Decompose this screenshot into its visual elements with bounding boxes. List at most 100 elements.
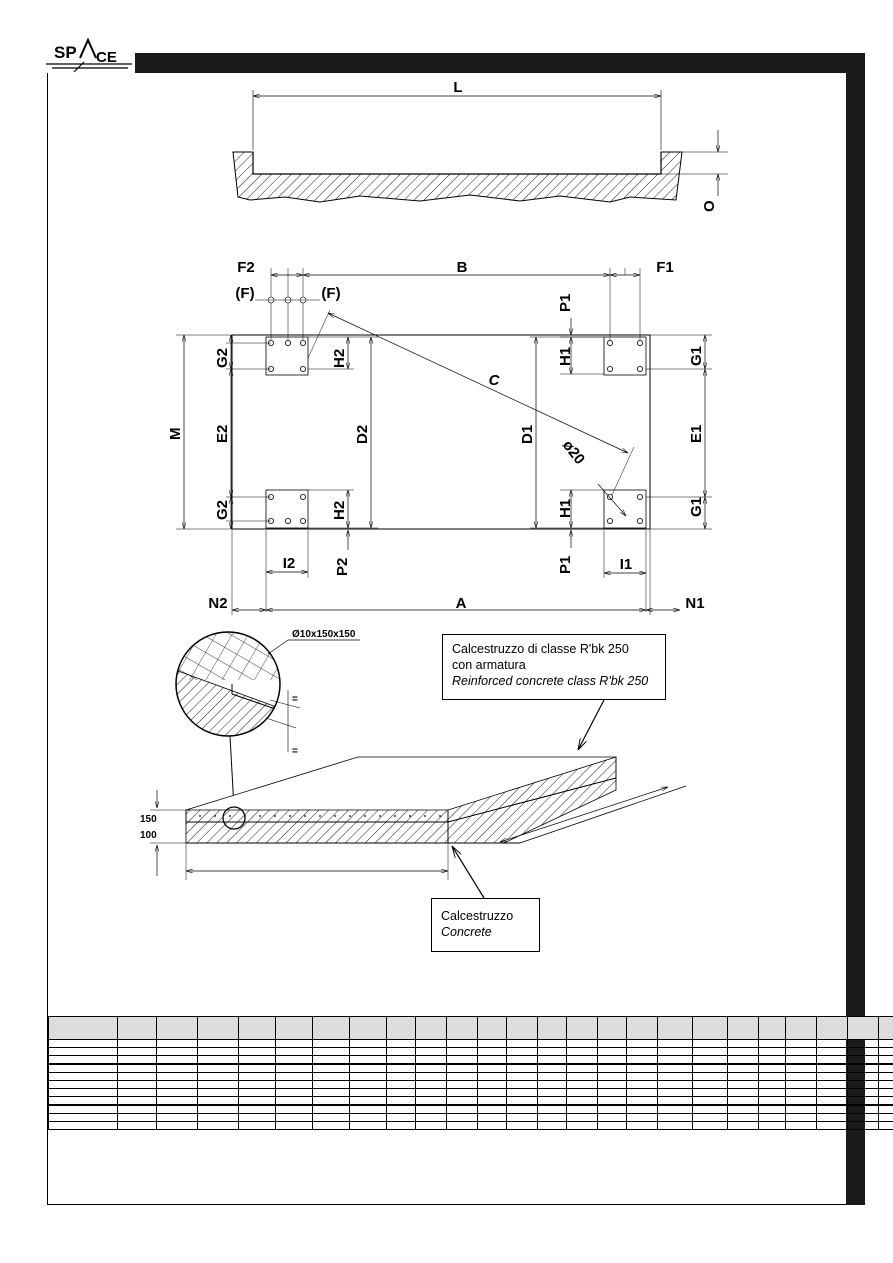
table-cell <box>415 1063 447 1073</box>
table-cell <box>785 1055 817 1065</box>
table-cell <box>312 1113 350 1122</box>
table-cell <box>758 1096 786 1106</box>
table-cell <box>692 1016 728 1040</box>
table-cell <box>657 1063 693 1073</box>
table-cell <box>506 1088 538 1097</box>
table-cell <box>156 1113 198 1122</box>
pit-section: L O <box>232 79 728 212</box>
table-cell <box>537 1104 567 1114</box>
dim-G1-top: G1 <box>688 346 705 366</box>
table-cell <box>156 1121 198 1130</box>
header-bar <box>135 53 865 73</box>
table-cell <box>197 1080 239 1089</box>
table-cell <box>657 1016 693 1040</box>
table-cell <box>238 1088 276 1097</box>
table-cell <box>537 1088 567 1097</box>
table-cell <box>349 1072 387 1081</box>
table-cell <box>597 1039 627 1048</box>
dim-I2: I2 <box>283 555 296 572</box>
table-cell <box>117 1072 157 1081</box>
table-cell <box>878 1088 893 1097</box>
table-cell <box>275 1055 313 1065</box>
table-cell <box>816 1055 848 1065</box>
table-cell <box>48 1047 118 1056</box>
table-cell <box>48 1104 118 1114</box>
equal-top: = <box>292 694 298 705</box>
table-cell <box>312 1104 350 1114</box>
table-cell <box>878 1016 893 1040</box>
table-cell <box>727 1104 759 1114</box>
concrete-callout: Calcestruzzo Concrete <box>431 898 540 952</box>
table-cell <box>117 1063 157 1073</box>
dim-I1: I1 <box>620 556 633 573</box>
table-cell <box>238 1063 276 1073</box>
table-cell <box>626 1080 658 1089</box>
table-cell <box>506 1121 538 1130</box>
table-cell <box>816 1016 848 1040</box>
table-cell <box>275 1113 313 1122</box>
table-cell <box>386 1113 416 1122</box>
table-cell <box>117 1080 157 1089</box>
table-cell <box>117 1113 157 1122</box>
table-cell <box>117 1055 157 1065</box>
table-cell <box>48 1121 118 1130</box>
table-cell <box>386 1121 416 1130</box>
table-cell <box>692 1121 728 1130</box>
table-cell <box>506 1072 538 1081</box>
table-cell <box>349 1039 387 1048</box>
table-cell <box>312 1039 350 1048</box>
table-cell <box>349 1055 387 1065</box>
table-cell <box>312 1088 350 1097</box>
table-cell <box>446 1096 478 1106</box>
table-cell <box>386 1104 416 1114</box>
dim-M: M <box>167 428 184 441</box>
table-cell <box>48 1113 118 1122</box>
content-frame <box>47 73 846 1205</box>
table-cell <box>626 1016 658 1040</box>
table-cell <box>117 1047 157 1056</box>
dim-B: B <box>457 259 468 276</box>
dim-N1: N1 <box>685 595 704 612</box>
table-cell <box>785 1039 817 1048</box>
table-cell <box>758 1104 786 1114</box>
table-cell <box>156 1072 198 1081</box>
table-cell <box>156 1088 198 1097</box>
table-cell <box>506 1104 538 1114</box>
table-cell <box>238 1113 276 1122</box>
thickness-100: 100 <box>140 830 157 841</box>
dim-E2: E2 <box>214 425 231 443</box>
dim-H2-top: H2 <box>331 349 348 368</box>
table-cell <box>537 1047 567 1056</box>
table-cell <box>566 1096 598 1106</box>
table-row <box>48 1096 893 1106</box>
table-cell <box>816 1121 848 1130</box>
table-cell <box>597 1096 627 1106</box>
table-cell <box>566 1072 598 1081</box>
table-cell <box>506 1096 538 1106</box>
table-cell <box>727 1047 759 1056</box>
table-cell <box>197 1113 239 1122</box>
table-cell <box>349 1063 387 1073</box>
table-cell <box>48 1055 118 1065</box>
table-cell <box>386 1016 416 1040</box>
table-cell <box>48 1016 118 1040</box>
table-cell <box>692 1063 728 1073</box>
table-cell <box>816 1072 848 1081</box>
table-cell <box>597 1104 627 1114</box>
table-cell <box>816 1080 848 1089</box>
table-cell <box>626 1096 658 1106</box>
table-cell <box>758 1113 786 1122</box>
table-cell <box>349 1113 387 1122</box>
table-cell <box>156 1016 198 1040</box>
table-cell <box>48 1072 118 1081</box>
table-cell <box>727 1072 759 1081</box>
table-cell <box>537 1121 567 1130</box>
table-cell <box>506 1039 538 1048</box>
table-cell <box>446 1016 478 1040</box>
table-cell <box>758 1063 786 1073</box>
table-cell <box>597 1047 627 1056</box>
table-row <box>48 1039 893 1048</box>
table-cell <box>727 1113 759 1122</box>
table-cell <box>566 1016 598 1040</box>
